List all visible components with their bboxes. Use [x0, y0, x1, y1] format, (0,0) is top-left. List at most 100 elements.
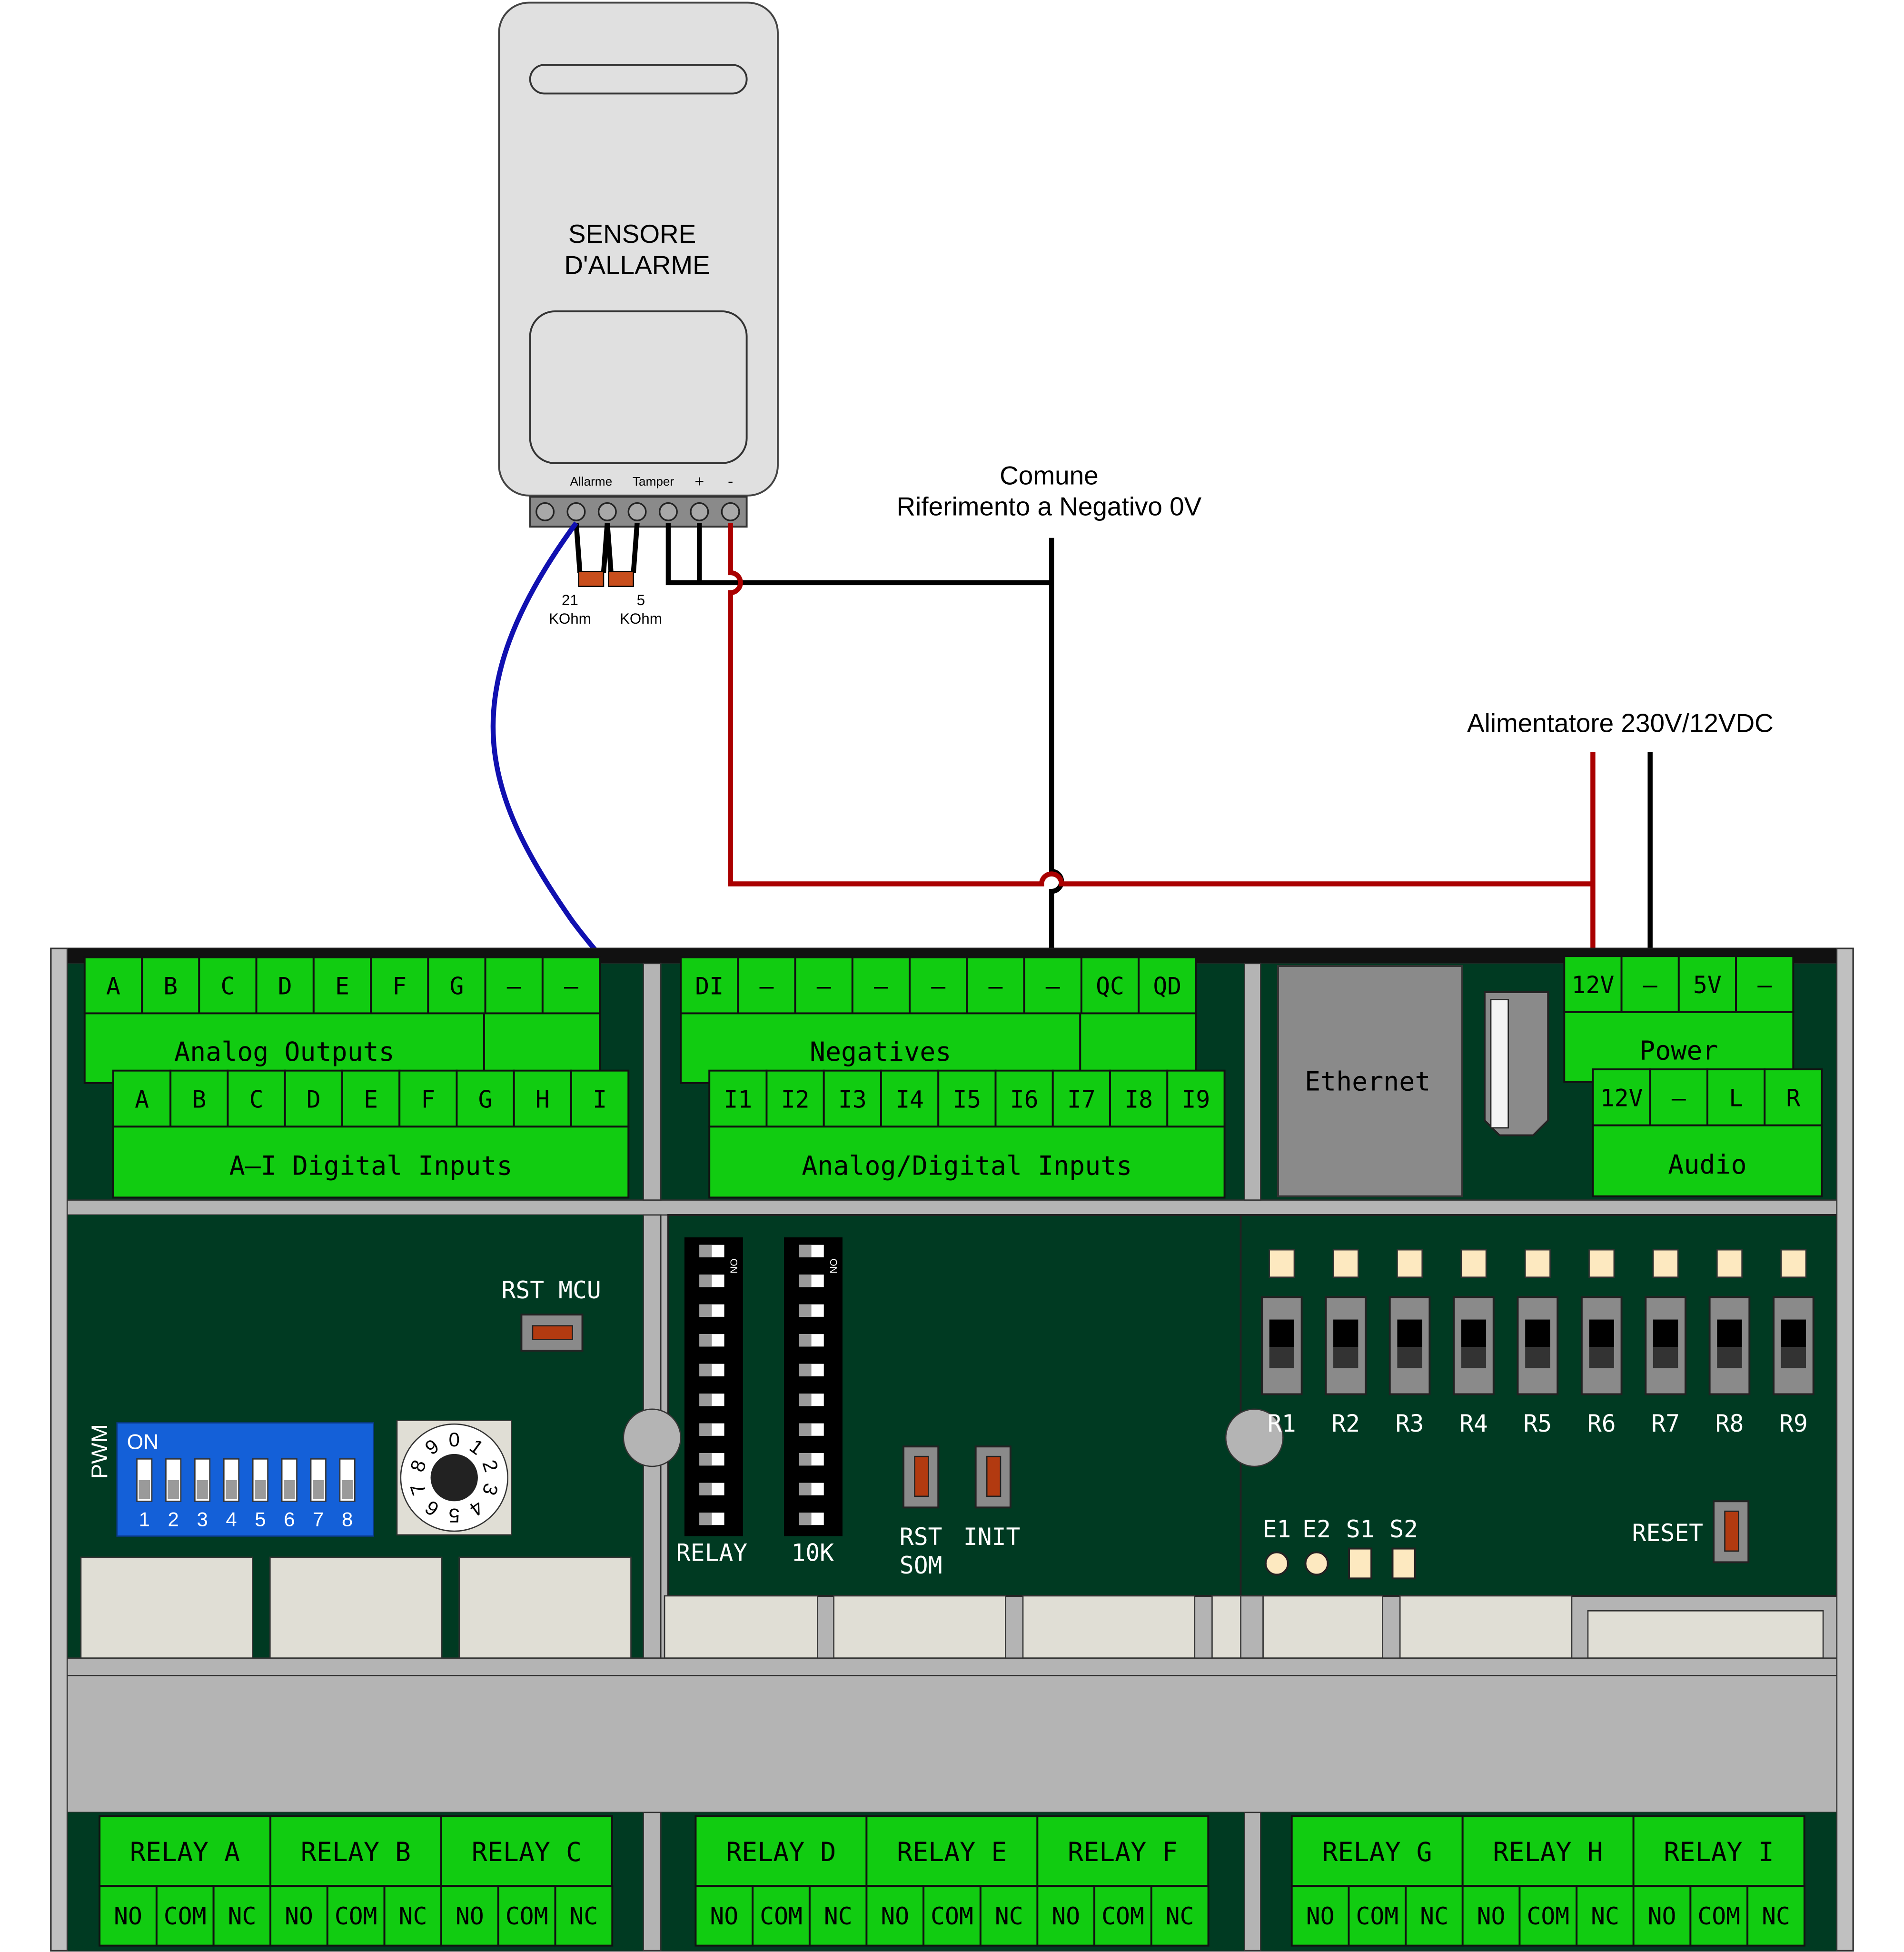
relay-contact-no[interactable]	[694, 1885, 754, 1947]
status-switch-s1[interactable]	[1348, 1547, 1373, 1580]
relay-contact-no[interactable]	[269, 1885, 328, 1947]
resistor-5k	[605, 522, 640, 588]
power-pin-3[interactable]	[1677, 955, 1737, 1013]
relay-led	[1460, 1249, 1487, 1278]
init-button[interactable]	[974, 1445, 1012, 1509]
analog-outputs-pin-5[interactable]	[312, 956, 372, 1015]
pwm-switch-1[interactable]	[136, 1458, 153, 1502]
pwm-switch-3[interactable]	[194, 1458, 211, 1502]
relay-terminal-label: RELAY E	[897, 1837, 1007, 1867]
rst-som-button[interactable]	[902, 1445, 940, 1509]
resistor-21k	[574, 522, 610, 588]
relay-contact-label: COM	[1527, 1902, 1569, 1930]
relay-contact-com[interactable]	[497, 1885, 556, 1947]
relay-switch-r6[interactable]	[1580, 1249, 1623, 1395]
analog-digital-inputs-pin-label: I5	[952, 1086, 981, 1113]
power-pin-2[interactable]	[1620, 955, 1680, 1013]
relay-contact-nc[interactable]	[808, 1885, 868, 1947]
negatives-pin-8[interactable]	[1080, 956, 1140, 1015]
relay-switch-r8[interactable]	[1708, 1249, 1751, 1395]
reset-button[interactable]	[1713, 1500, 1750, 1564]
relay-contact-com[interactable]	[1518, 1885, 1578, 1947]
relay-contact-com[interactable]	[752, 1885, 811, 1947]
negatives-pin-label: QD	[1153, 972, 1181, 1000]
pwm-switch-2[interactable]	[165, 1458, 182, 1502]
relay-contact-label: COM	[335, 1902, 377, 1930]
analog-outputs-pin-7[interactable]	[427, 956, 486, 1015]
relay-switch-r1[interactable]	[1261, 1249, 1303, 1395]
negatives-pin-2[interactable]	[737, 956, 796, 1015]
relay-switch-r5[interactable]	[1517, 1249, 1559, 1395]
relay-contact-no[interactable]	[1036, 1885, 1096, 1947]
rst-mcu-button[interactable]	[520, 1314, 584, 1352]
relay-contact-com[interactable]	[155, 1885, 215, 1947]
relay-contact-nc[interactable]	[1746, 1885, 1805, 1947]
negatives-pin-5[interactable]	[909, 956, 968, 1015]
relay-led	[1652, 1249, 1679, 1278]
relay-contact-no[interactable]	[865, 1885, 925, 1947]
pwm-switch-6[interactable]	[281, 1458, 298, 1502]
relay-switch-label: R2	[1331, 1410, 1360, 1437]
digital-inputs-pin-1[interactable]	[112, 1069, 172, 1128]
sensor-title-line1: SENSORE	[568, 219, 696, 249]
relay-switch-r4[interactable]	[1453, 1249, 1495, 1395]
status-switch-s2[interactable]	[1391, 1547, 1416, 1580]
relay-led	[1269, 1249, 1295, 1278]
analog-digital-inputs-pin-7[interactable]	[1051, 1069, 1111, 1128]
analog-outputs-pin-2[interactable]	[141, 956, 200, 1015]
relay-contact-nc[interactable]	[554, 1885, 614, 1947]
pwm-switch-7[interactable]	[310, 1458, 327, 1502]
relay-switch-r3[interactable]	[1388, 1249, 1431, 1395]
negatives-pin-7[interactable]	[1023, 956, 1082, 1015]
negatives-pin-4[interactable]	[851, 956, 911, 1015]
power: 12V–5V–Power	[1563, 955, 1795, 1083]
sensor-screw-terminals	[536, 502, 740, 521]
negatives-pin-label: DI	[695, 972, 724, 1000]
power-pin-4[interactable]	[1735, 955, 1795, 1013]
analog-outputs-pin-label: –	[564, 972, 578, 1000]
common-label-line1: Comune	[1000, 460, 1098, 490]
usb-port[interactable]	[1483, 991, 1549, 1136]
relay-contact-no[interactable]	[1632, 1885, 1692, 1947]
analog-digital-inputs-pin-3[interactable]	[823, 1069, 882, 1128]
pwm-switch-8[interactable]	[339, 1458, 356, 1502]
relay-contact-nc[interactable]	[1150, 1885, 1210, 1947]
negatives-pin-1[interactable]	[680, 956, 739, 1015]
tenk-dip-switch[interactable]: ON	[784, 1237, 843, 1536]
relay-contact-nc[interactable]	[212, 1885, 272, 1947]
pwm-switch-5[interactable]	[252, 1458, 268, 1502]
audio-pin-label: 12V	[1600, 1085, 1643, 1112]
relay-switch-r9[interactable]	[1773, 1249, 1815, 1395]
digital-inputs-pin-9[interactable]	[570, 1069, 630, 1128]
relay-contact-nc[interactable]	[979, 1885, 1039, 1947]
relay-contact-com[interactable]	[326, 1885, 386, 1947]
power-pin-label: 12V	[1572, 971, 1615, 999]
digital-inputs-pin-3[interactable]	[227, 1069, 286, 1128]
pwm-switch-4[interactable]	[223, 1458, 240, 1502]
relay-contact-com[interactable]	[1093, 1885, 1152, 1947]
relay-switch-r7[interactable]	[1645, 1249, 1686, 1395]
negatives-pin-6[interactable]	[966, 956, 1025, 1015]
pwm-switch-number: 7	[313, 1508, 324, 1531]
digital-inputs-pin-label: F	[421, 1086, 435, 1113]
relay-switch-r2[interactable]	[1325, 1249, 1367, 1395]
relay-contact-nc[interactable]	[383, 1885, 443, 1947]
pwm-switch-number: 5	[255, 1508, 266, 1531]
relay-contact-nc[interactable]	[1405, 1885, 1464, 1947]
relay-contact-com[interactable]	[1689, 1885, 1749, 1947]
analog-digital-inputs-pin-6[interactable]	[994, 1069, 1054, 1128]
audio-pin-1[interactable]	[1592, 1068, 1651, 1126]
relay-contact-no[interactable]	[99, 1885, 158, 1947]
rotary-digit: 5	[449, 1504, 460, 1527]
relay-dip-switch[interactable]: ON	[684, 1237, 743, 1536]
ethernet-port[interactable]: Ethernet	[1277, 965, 1463, 1197]
